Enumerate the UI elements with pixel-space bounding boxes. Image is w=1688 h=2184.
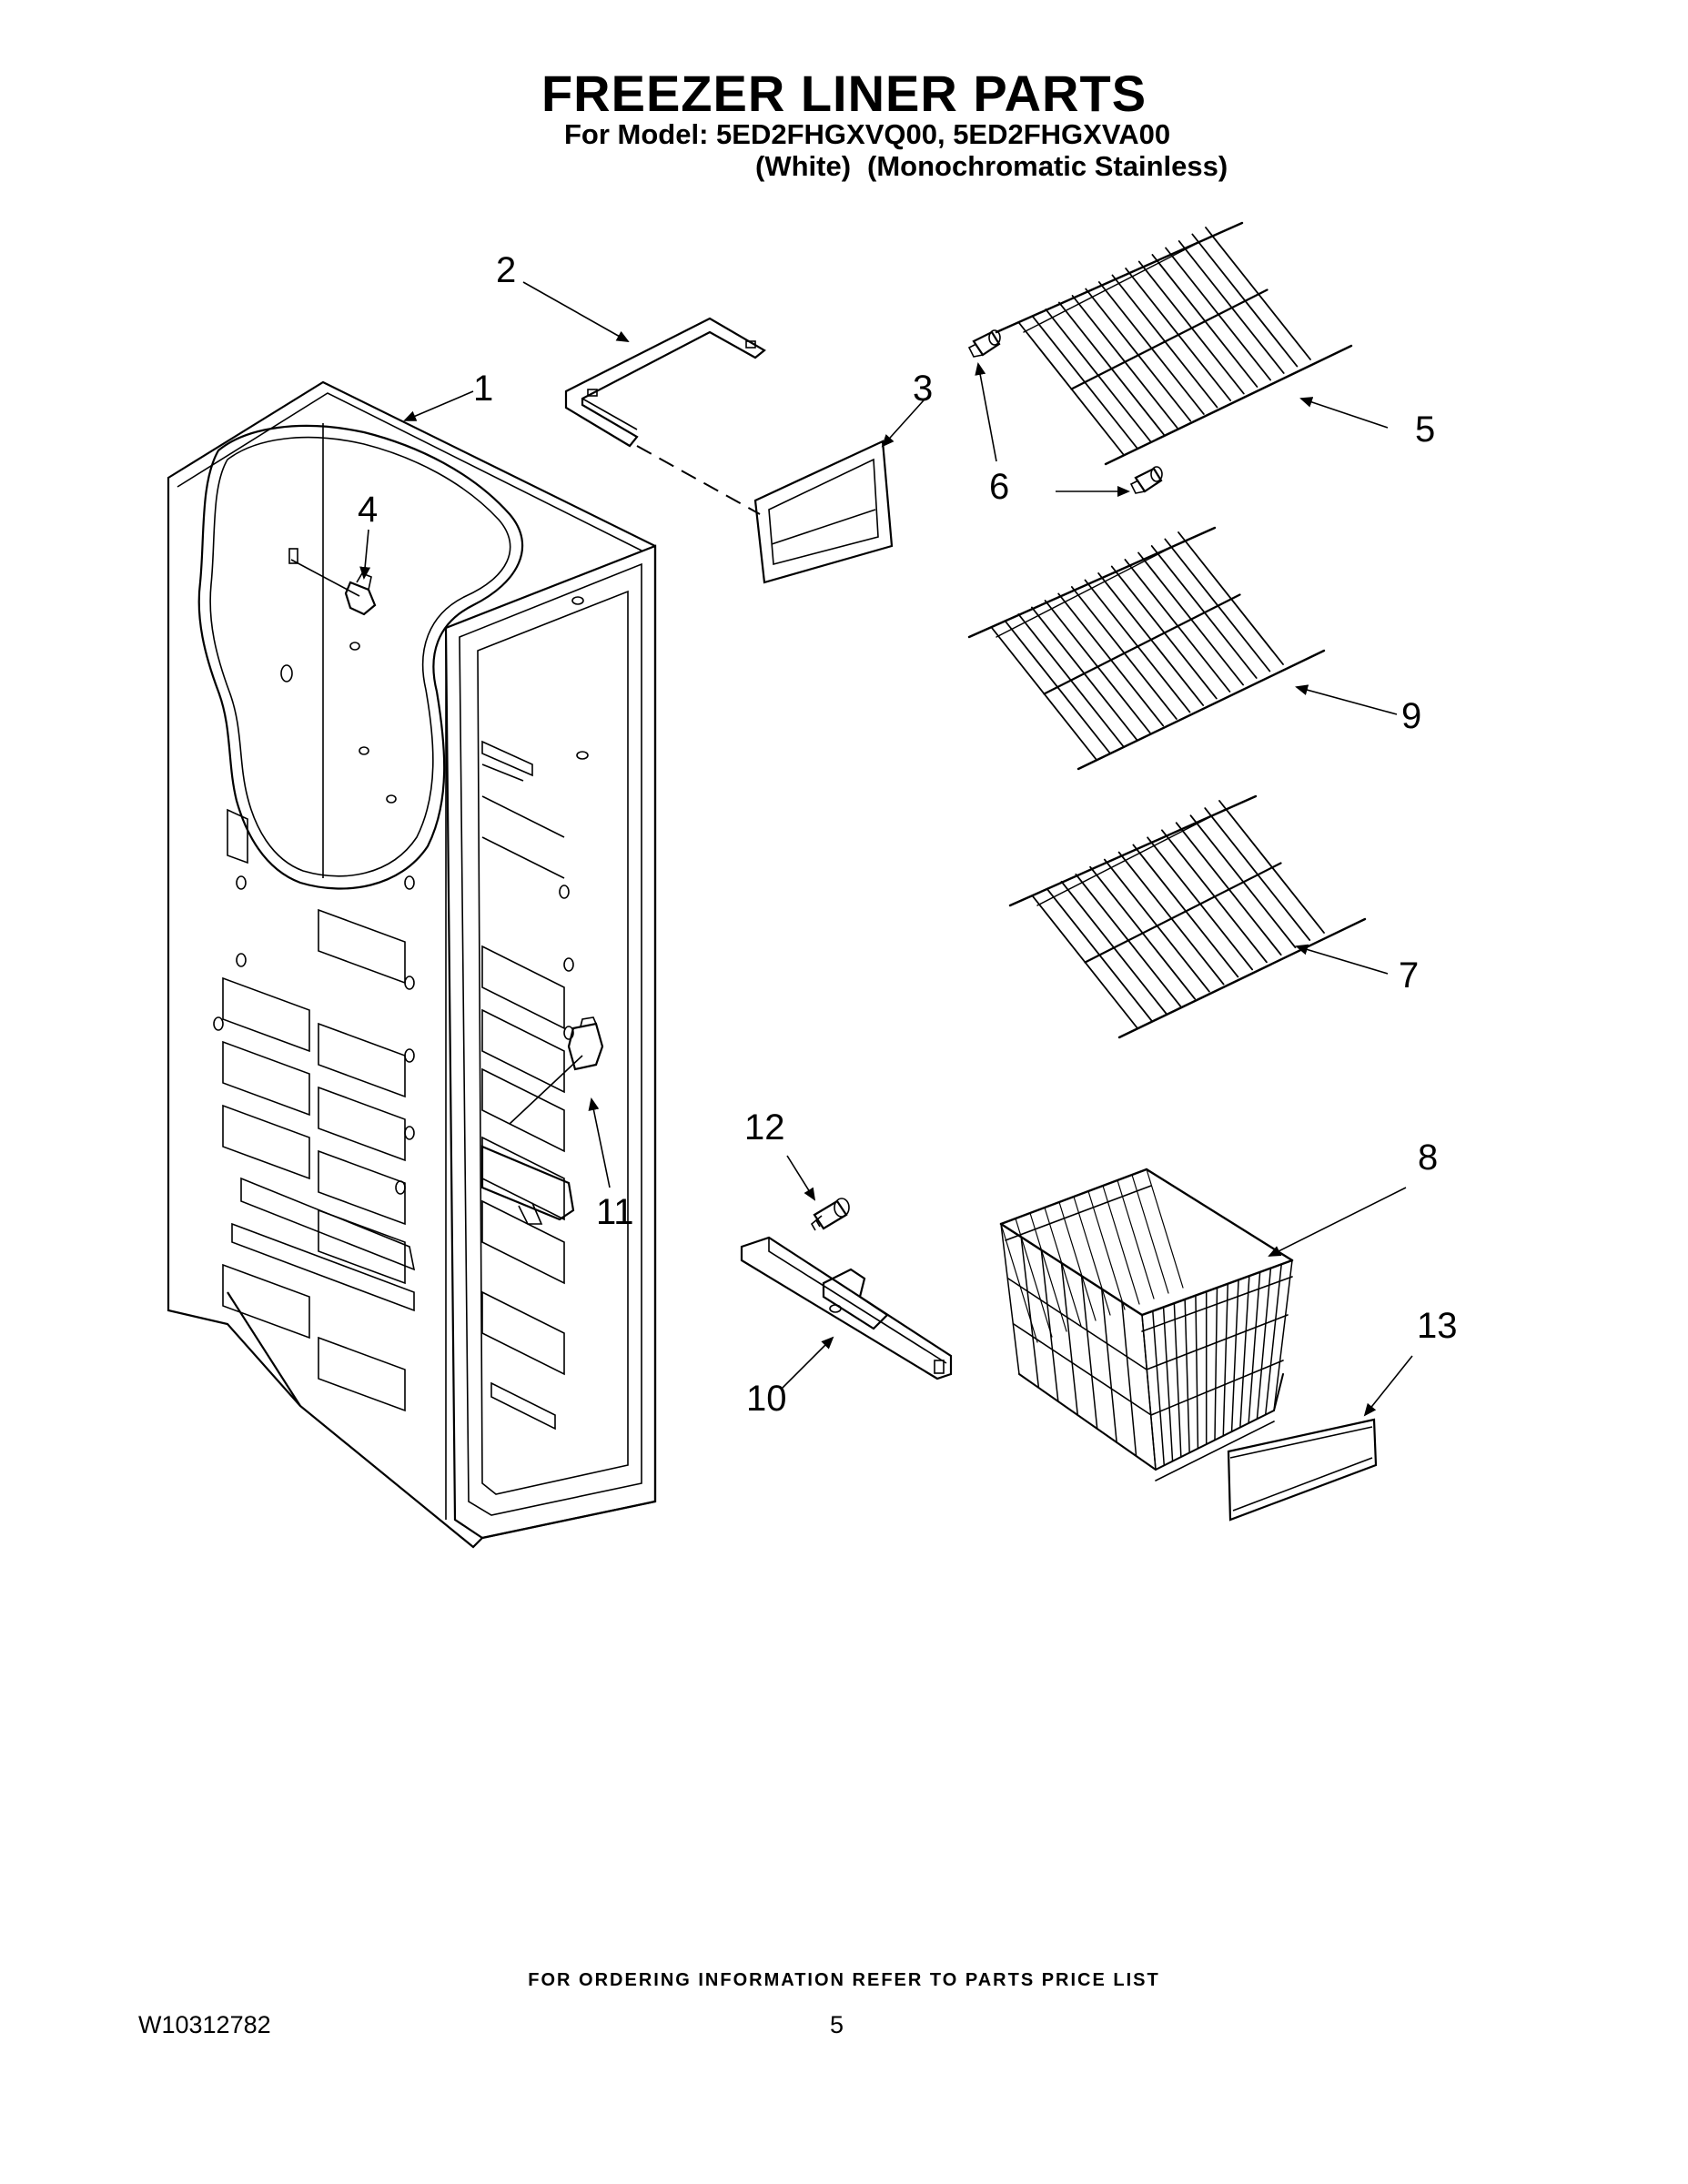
callout-4: 4 <box>358 490 378 530</box>
basket-trim <box>1227 1418 1378 1522</box>
callout-8: 8 <box>1418 1138 1438 1178</box>
callout-9: 9 <box>1401 696 1421 736</box>
callout-numbers: 1 2 3 4 5 6 7 8 9 10 11 12 13 <box>358 250 1458 1419</box>
callout-6: 6 <box>989 467 1009 507</box>
callout-12: 12 <box>744 1107 785 1148</box>
page-number: 5 <box>830 2011 844 2038</box>
callout-11: 11 <box>596 1192 634 1232</box>
model-line: For Model: 5ED2FHGXVQ00, 5ED2FHGXVA00 <box>564 118 1171 150</box>
callout-13: 13 <box>1417 1306 1458 1346</box>
callout-1: 1 <box>473 369 493 409</box>
screw <box>810 1198 850 1231</box>
callout-2: 2 <box>496 250 516 290</box>
page-title: FREEZER LINER PARTS <box>541 65 1147 122</box>
leader-lines <box>359 281 1413 1417</box>
shelf-stud-lower <box>1129 466 1163 494</box>
shelf-frame <box>564 317 766 448</box>
guard-panel <box>753 440 894 584</box>
callout-3: 3 <box>913 369 933 409</box>
callout-7: 7 <box>1399 956 1419 996</box>
wire-shelf-lower <box>1008 794 1367 1039</box>
ordering-note: FOR ORDERING INFORMATION REFER TO PARTS … <box>528 1970 1160 1990</box>
basket-slide-rail <box>740 1236 953 1380</box>
callout-10: 10 <box>746 1379 787 1419</box>
variant-white: (White) <box>755 150 852 182</box>
callout-5: 5 <box>1415 410 1435 450</box>
variant-stainless: (Monochromatic Stainless) <box>867 150 1228 182</box>
wire-shelf-upper <box>995 221 1353 466</box>
model-variants: (White) (Monochromatic Stainless) <box>755 150 1244 183</box>
shelf-stud-upper <box>967 329 1001 358</box>
freezer-liner <box>167 380 657 1549</box>
document-number: W10312782 <box>138 2011 271 2038</box>
wire-shelf-middle <box>967 526 1326 771</box>
wire-basket <box>999 1168 1294 1481</box>
